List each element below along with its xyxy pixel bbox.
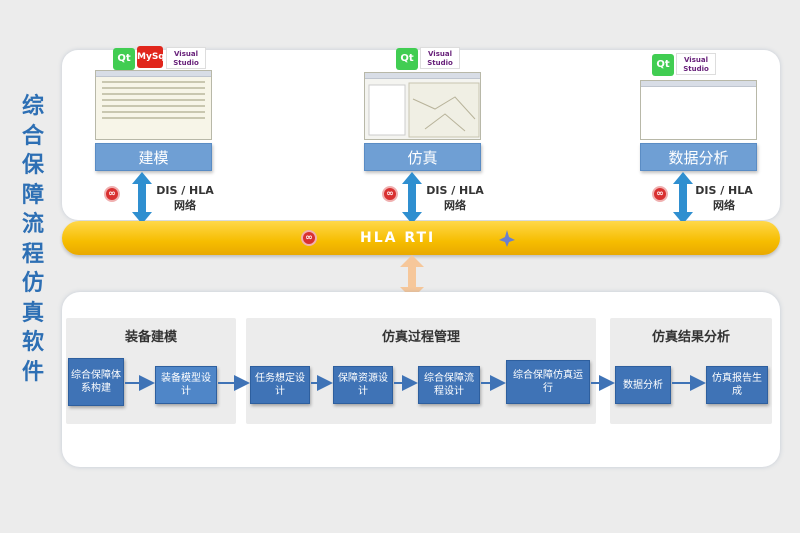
module-modeling: 建模 (95, 143, 212, 171)
qt-logo-icon: Qt (652, 54, 674, 76)
title-char: 仿 (21, 271, 44, 296)
bus-label: HLA RTI (360, 230, 436, 246)
title-char: 程 (21, 241, 44, 267)
step-box: 数据分析 (615, 366, 671, 404)
double-arrow-icon (673, 172, 693, 224)
step-box: 装备模型设计 (155, 366, 217, 404)
hla-rti-bus (62, 221, 780, 255)
double-arrow-icon (132, 172, 152, 224)
vertical-title: 综 合 保 障 流 程 仿 真 软 件 (16, 92, 50, 387)
visual-studio-logo-icon: Visual Studio (166, 47, 206, 69)
title-char: 真 (21, 300, 44, 326)
step-box: 保障资源设计 (333, 366, 393, 404)
analysis-screenshot (640, 80, 757, 140)
module-data-analysis: 数据分析 (640, 143, 757, 171)
hla-link-icon: ∞ (301, 230, 317, 246)
title-char: 保 (21, 153, 44, 178)
modeling-screenshot (95, 70, 212, 140)
qt-logo-icon: Qt (396, 48, 418, 70)
hla-link-icon: ∞ (652, 186, 668, 202)
hla-link-icon: ∞ (104, 186, 120, 202)
step-box: 综合保障体系构建 (68, 358, 124, 406)
simulation-screenshot (364, 72, 481, 140)
mysql-logo-icon: MySql (137, 46, 168, 68)
double-arrow-icon (402, 172, 422, 224)
hla-link-icon: ∞ (382, 186, 398, 202)
qt-logo-icon: Qt (113, 48, 135, 70)
double-arrow-icon (400, 255, 424, 299)
title-char: 合 (21, 123, 44, 149)
section-title: 装备建模 (124, 330, 177, 345)
step-box: 综合保障仿真运行 (506, 360, 590, 404)
map-icon (368, 82, 480, 138)
title-char: 软 (21, 330, 44, 355)
step-box: 综合保障流程设计 (418, 366, 480, 404)
step-box: 任务想定设计 (250, 366, 310, 404)
section-title: 仿真过程管理 (381, 330, 460, 345)
title-char: 障 (21, 182, 44, 208)
rti-federation-icon (499, 230, 515, 247)
title-char: 流 (21, 212, 44, 237)
visual-studio-logo-icon: Visual Studio (676, 53, 716, 75)
title-char: 件 (21, 359, 44, 385)
module-simulation: 仿真 (364, 143, 481, 171)
section-title: 仿真结果分析 (651, 330, 730, 345)
title-char: 综 (21, 94, 44, 119)
step-box: 仿真报告生成 (706, 366, 768, 404)
visual-studio-logo-icon: Visual Studio (420, 47, 460, 69)
